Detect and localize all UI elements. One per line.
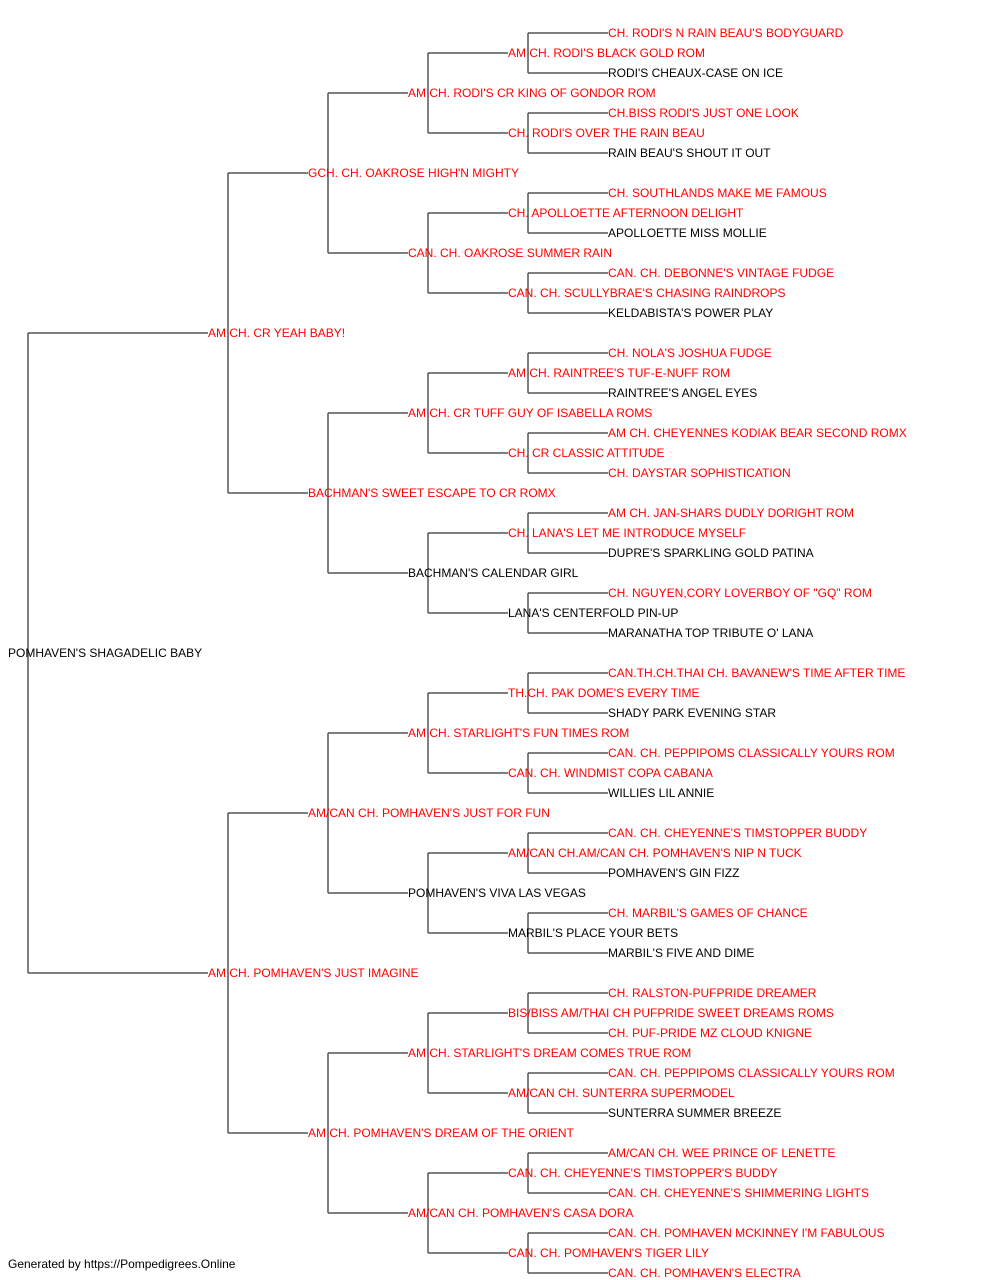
ancestor-name: RAIN BEAU'S SHOUT IT OUT [608,146,771,160]
ancestor-name: AM CH. RODI'S BLACK GOLD ROM [508,46,705,60]
ancestor-name: CH.BISS RODI'S JUST ONE LOOK [608,106,799,120]
ancestor-name: BIS/BISS AM/THAI CH PUFPRIDE SWEET DREAM… [508,1006,834,1020]
ancestor-name: AM CH. POMHAVEN'S JUST IMAGINE [208,966,419,980]
ancestor-name: RAINTREE'S ANGEL EYES [608,386,758,400]
ancestor-name: MARBIL'S PLACE YOUR BETS [508,926,679,940]
ancestor-name: CH. LANA'S LET ME INTRODUCE MYSELF [508,526,747,540]
ancestor-name: CAN. CH. WINDMIST COPA CABANA [508,766,713,780]
ancestor-name: CAN. CH. OAKROSE SUMMER RAIN [408,246,613,260]
ancestor-name: SUNTERRA SUMMER BREEZE [608,1106,782,1120]
ancestor-name: CAN. CH. POMHAVEN'S TIGER LILY [508,1246,709,1260]
ancestor-name: AM CH. RODI'S CR KING OF GONDOR ROM [408,86,656,100]
ancestor-name: CAN. CH. PEPPIPOMS CLASSICALLY YOURS ROM [608,1066,895,1080]
ancestor-name: AM/CAN CH. WEE PRINCE OF LENETTE [608,1146,836,1160]
ancestor-name: AM CH. RAINTREE'S TUF-E-NUFF ROM [508,366,731,380]
ancestor-name: CAN. CH. PEPPIPOMS CLASSICALLY YOURS ROM [608,746,895,760]
ancestor-name: SHADY PARK EVENING STAR [608,706,777,720]
ancestor-name: LANA'S CENTERFOLD PIN-UP [508,606,679,620]
ancestor-name: CAN. CH. CHEYENNE'S TIMSTOPPER BUDDY [608,826,868,840]
ancestor-name: MARANATHA TOP TRIBUTE O' LANA [608,626,814,640]
ancestor-name: AM CH. STARLIGHT'S FUN TIMES ROM [408,726,630,740]
ancestor-name: AM/CAN CH.AM/CAN CH. POMHAVEN'S NIP N TU… [508,846,802,860]
ancestor-name: GCH. CH. OAKROSE HIGH'N MIGHTY [308,166,519,180]
ancestor-name: AM/CAN CH. POMHAVEN'S JUST FOR FUN [308,806,550,820]
ancestor-name: CH. NOLA'S JOSHUA FUDGE [608,346,772,360]
ancestor-name: APOLLOETTE MISS MOLLIE [608,226,767,240]
ancestor-name: CH. RODI'S OVER THE RAIN BEAU [508,126,705,140]
ancestor-name: AM CH. CHEYENNES KODIAK BEAR SECOND ROMX [608,426,907,440]
ancestor-name: CH. RALSTON-PUFPRIDE DREAMER [608,986,817,1000]
ancestor-name: TH.CH. PAK DOME'S EVERY TIME [508,686,700,700]
ancestor-name: CH. DAYSTAR SOPHISTICATION [608,466,791,480]
ancestor-name: CH. RODI'S N RAIN BEAU'S BODYGUARD [608,26,844,40]
ancestor-name: RODI'S CHEAUX-CASE ON ICE [608,66,783,80]
ancestor-name: AM CH. CR TUFF GUY OF ISABELLA ROMS [408,406,653,420]
ancestor-name: AM CH. CR YEAH BABY! [208,326,346,340]
ancestor-name: POMHAVEN'S VIVA LAS VEGAS [408,886,586,900]
ancestor-name: CH. CR CLASSIC ATTITUDE [508,446,665,460]
ancestor-name: KELDABISTA'S POWER PLAY [608,306,774,320]
ancestor-name: CAN. CH. DEBONNE'S VINTAGE FUDGE [608,266,835,280]
ancestor-name: AM/CAN CH. SUNTERRA SUPERMODEL [508,1086,735,1100]
ancestor-name: CH. MARBIL'S GAMES OF CHANCE [608,906,808,920]
ancestor-name: CH. NGUYEN,CORY LOVERBOY OF "GQ" ROM [608,586,872,600]
ancestor-name: MARBIL'S FIVE AND DIME [608,946,755,960]
ancestor-name: CAN. CH. POMHAVEN'S ELECTRA [608,1266,801,1280]
ancestor-name: AM/CAN CH. POMHAVEN'S CASA DORA [408,1206,634,1220]
ancestor-name: CH. PUF-PRIDE MZ CLOUD KNIGNE [608,1026,813,1040]
ancestor-name: CH. APOLLOETTE AFTERNOON DELIGHT [508,206,744,220]
ancestor-name: POMHAVEN'S GIN FIZZ [608,866,740,880]
ancestor-name: CAN. CH. SCULLYBRAE'S CHASING RAINDROPS [508,286,786,300]
ancestor-name: CH. SOUTHLANDS MAKE ME FAMOUS [608,186,827,200]
ancestor-name: DUPRE'S SPARKLING GOLD PATINA [608,546,814,560]
ancestor-name: WILLIES LIL ANNIE [608,786,715,800]
ancestor-name: AM CH. POMHAVEN'S DREAM OF THE ORIENT [308,1126,574,1140]
ancestor-name: BACHMAN'S CALENDAR GIRL [408,566,579,580]
ancestor-name: CAN. CH. POMHAVEN MCKINNEY I'M FABULOUS [608,1226,885,1240]
ancestor-name: CAN. CH. CHEYENNE'S TIMSTOPPER'S BUDDY [508,1166,778,1180]
subject-dog-name: POMHAVEN'S SHAGADELIC BABY [8,646,203,660]
ancestor-name: CAN.TH.CH.THAI CH. BAVANEW'S TIME AFTER … [608,666,906,680]
ancestor-name: AM CH. JAN-SHARS DUDLY DORIGHT ROM [608,506,855,520]
ancestor-name: CAN. CH. CHEYENNE'S SHIMMERING LIGHTS [608,1186,869,1200]
ancestor-name: AM CH. STARLIGHT'S DREAM COMES TRUE ROM [408,1046,692,1060]
ancestor-name: BACHMAN'S SWEET ESCAPE TO CR ROMX [308,486,556,500]
generated-by-footer: Generated by https://Pompedigrees.Online [8,1257,236,1271]
